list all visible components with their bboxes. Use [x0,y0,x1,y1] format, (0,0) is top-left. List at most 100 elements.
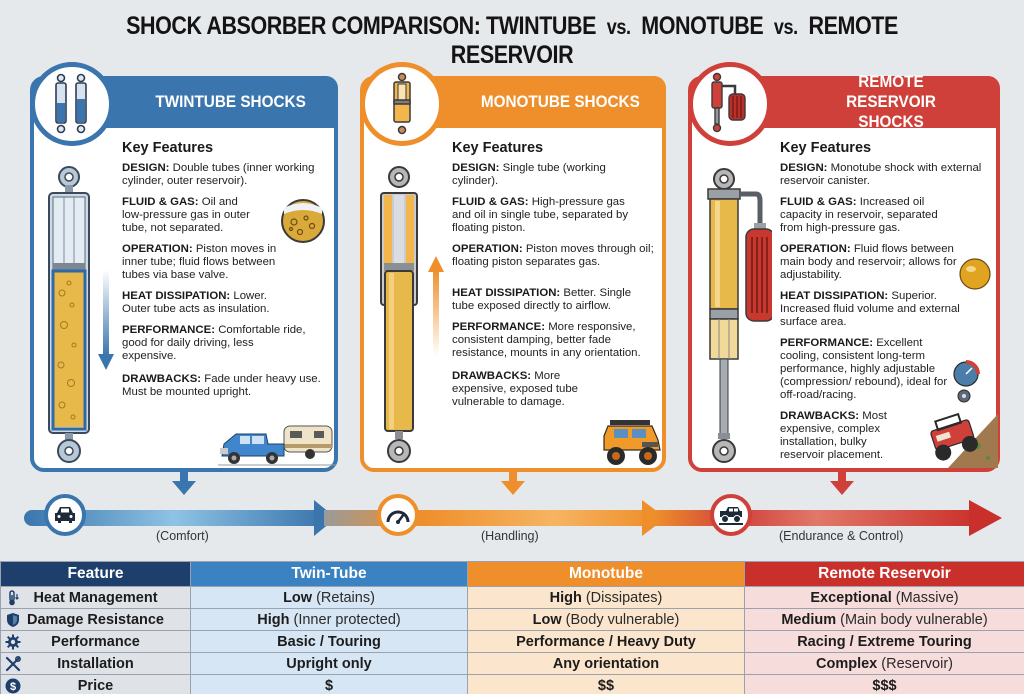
cell-value: $$ [597,677,615,694]
page-title: SHOCK ABSORBER COMPARISON: TWINTUBE vs. … [72,12,953,70]
feature-heat-dissipation: HEAT DISSIPATION: Superior. Increased fl… [780,290,960,328]
svg-text:$: $ [10,681,16,693]
downward-flow-arrow [98,270,114,370]
cell-value: Basic / Touring [277,633,381,650]
feature-performance: PERFORMANCE: Excellent cooling, consiste… [780,337,948,401]
oil-bubbles-icon [281,199,325,243]
oil-drop-icon [959,258,991,290]
timeline-speedometer-icon-badge [377,494,419,536]
twintube-card: TWINTUBE SHOCKS [30,62,338,472]
monotube-cell: $$ [467,674,745,694]
cell-value: $ [324,677,334,694]
twin-tube-cell: Basic / Touring [190,630,468,653]
feature-cell: Damage Resistance [0,608,191,631]
title-part-twintube: SHOCK ABSORBER COMPARISON: TWINTUBE [126,12,597,40]
remote-reservoir-cell: $$$ [744,674,1024,694]
feature-cell: Installation [0,652,191,675]
monotube-cell: High (Dissipates) [467,586,745,609]
cell-note: (Retains) [312,589,375,606]
key-features-heading: Key Features [452,140,544,156]
cell-note: (Inner protected) [289,611,401,628]
feature-label: Price [77,677,114,694]
thermometer-icon [5,590,21,606]
feature-design: DESIGN: Double tubes (inner working cyli… [122,162,315,187]
feature-heat-dissipation: HEAT DISSIPATION: Lower. Outer tube acts… [122,290,270,315]
monotube-cell: Any orientation [467,652,745,675]
timeline-offroad-icon-badge [710,494,752,536]
cell-note: (Body vulnerable) [561,611,680,628]
speedometer-icon [386,510,410,524]
cell-value: High [257,611,290,628]
monotube-cell: Performance / Heavy Duty [467,630,745,653]
mono-shock-icon [393,72,411,135]
feature-label: Performance [51,633,140,650]
twintube-down-arrow [172,481,196,495]
title-part-remote: REMOTE RESERVOIR [450,12,898,69]
reservoir-shock-icon [711,72,746,133]
feature-drawbacks: DRAWBACKS: Most expensive, complex insta… [780,410,887,461]
feature-fluid-gas: FLUID & GAS: High-pressure gas and oil i… [452,196,629,234]
timeline-car-icon-badge [44,494,86,536]
timeline-label-handling: (Handling) [481,529,539,543]
down-arrow-stem [509,472,517,482]
monotube-badge [360,62,444,146]
feature-drawbacks: DRAWBACKS: More expensive, exposed tube … [452,370,579,408]
title-vs: vs. [773,16,798,39]
cell-note: (Main body vulnerable) [836,611,988,628]
title-part-monotube: MONOTUBE [641,12,764,40]
cell-value: Low [532,611,562,628]
cell-value: Racing / Extreme Touring [797,633,972,650]
title-vs: vs. [606,16,631,39]
remote-reservoir-cell: Complex (Reservoir) [744,652,1024,675]
monotube-card: MONOTUBE SHOCKS Key Featur [360,62,666,472]
table-row: $Price$$$$$$ [0,674,1024,694]
key-features-heading: Key Features [780,140,872,156]
shield-icon [5,612,21,628]
upward-flow-arrow [428,256,444,356]
timeline-segment-endurance [654,510,979,526]
remote-down-arrow [830,481,854,495]
feature-cell: Heat Management [0,586,191,609]
twintube-features: Key Features DESIGN: Double tubes (inner… [122,140,326,407]
feature-design: DESIGN: Single tube (working cylinder). [452,162,606,187]
header-feature: Feature [0,561,191,587]
monotube-cell: Low (Body vulnerable) [467,608,745,631]
cell-value: Upright only [286,655,372,672]
remote-reservoir-shock-illustration [707,168,772,463]
key-features-heading: Key Features [122,140,214,156]
timeline-segment-comfort [24,510,324,526]
header-monotube: Monotube [467,561,745,587]
down-arrow-stem [838,472,846,482]
feature-operation: OPERATION: Piston moves in inner tube; f… [122,243,277,281]
remote-reservoir-cell: Medium (Main body vulnerable) [744,608,1024,631]
feature-label: Heat Management [33,589,158,606]
timeline-label-endurance: (Endurance & Control) [779,529,904,543]
cell-value: $$$ [872,677,897,694]
feature-label: Damage Resistance [26,611,164,628]
feature-operation: OPERATION: Piston moves through oil; flo… [452,243,654,268]
twin-tube-cell: High (Inner protected) [190,608,468,631]
timeline-segment-handling [324,510,654,526]
twin-tube-cell: $ [190,674,468,694]
feature-performance: PERFORMANCE: Comfortable ride, good for … [122,324,306,362]
feature-cell: $ Price [0,674,191,694]
cell-value: Any orientation [552,655,660,672]
timeline-label-comfort: (Comfort) [156,529,209,543]
remote-reservoir-card: REMOTE RESERVOIR SHOCKS [688,62,1000,472]
feature-fluid-gas: FLUID & GAS: Increased oil capacity in r… [780,196,938,234]
twintube-badge [30,62,114,146]
monotube-down-arrow [501,481,525,495]
cell-value: Performance / Heavy Duty [516,633,696,650]
feature-design: DESIGN: Monotube shock with external res… [780,162,982,187]
monotube-features: Key Features DESIGN: Single tube (workin… [452,140,654,417]
twin-tube-cell: Low (Retains) [190,586,468,609]
cell-note: (Reservoir) [877,655,953,672]
header-twin-tube: Twin-Tube [190,561,468,587]
cell-value: High [549,589,582,606]
down-arrow-stem [180,472,188,482]
dollar-icon: $ [5,678,21,694]
table-row: Installation Upright only Any orientation C… [0,652,1024,675]
header-remote-reservoir: Remote Reservoir [744,561,1024,587]
remote-reservoir-cell: Racing / Extreme Touring [744,630,1024,653]
